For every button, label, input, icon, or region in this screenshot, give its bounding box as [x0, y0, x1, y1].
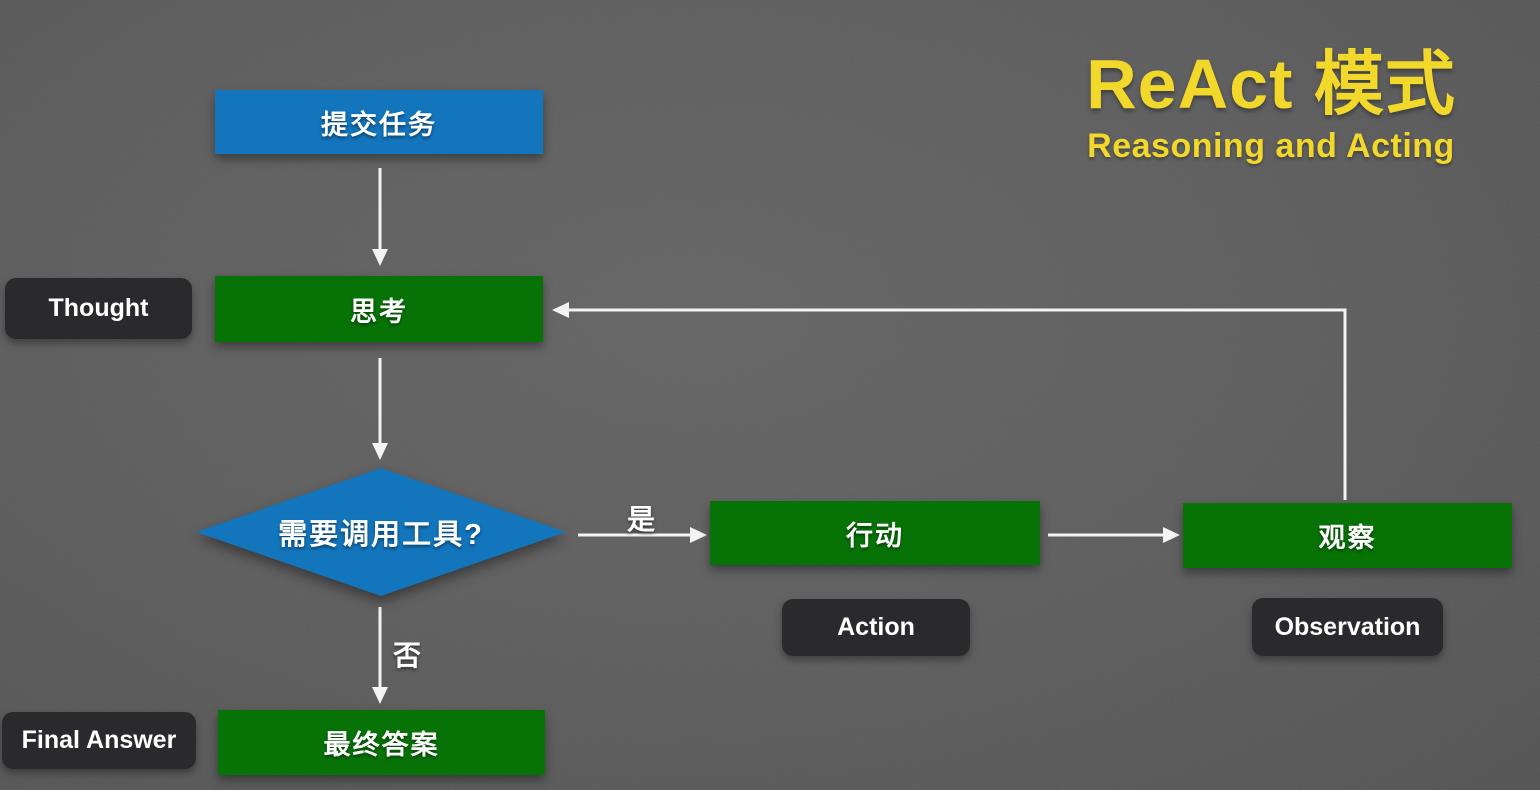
- arrowhead-down-2: [372, 443, 388, 460]
- node-decision-wrap: 需要调用工具?: [196, 468, 566, 596]
- node-observe: 观察: [1183, 503, 1512, 568]
- node-decision: 需要调用工具?: [196, 468, 566, 596]
- edge-observe-to-think: [564, 308, 1347, 500]
- page-title: ReAct 模式: [1086, 45, 1456, 123]
- arrowhead-down-1: [372, 249, 388, 266]
- annotation-thought: Thought: [5, 278, 192, 339]
- arrowhead-down-3: [372, 687, 388, 704]
- annotation-final-answer: Final Answer: [2, 712, 196, 769]
- edge-label-yes: 是: [627, 504, 656, 535]
- arrowhead-left-1: [552, 302, 569, 318]
- node-think: 思考: [215, 276, 543, 342]
- arrowhead-right-2: [1163, 527, 1180, 543]
- node-final-answer: 最终答案: [218, 710, 545, 775]
- arrowhead-right-1: [690, 527, 707, 543]
- annotation-observation: Observation: [1252, 598, 1443, 656]
- slide-title-block: ReAct 模式 Reasoning and Acting: [1036, 46, 1506, 166]
- page-subtitle: Reasoning and Acting: [1087, 127, 1455, 165]
- node-action: 行动: [710, 501, 1040, 565]
- node-submit-task: 提交任务: [215, 90, 543, 154]
- edge-label-no: 否: [393, 640, 422, 671]
- annotation-action: Action: [782, 599, 970, 656]
